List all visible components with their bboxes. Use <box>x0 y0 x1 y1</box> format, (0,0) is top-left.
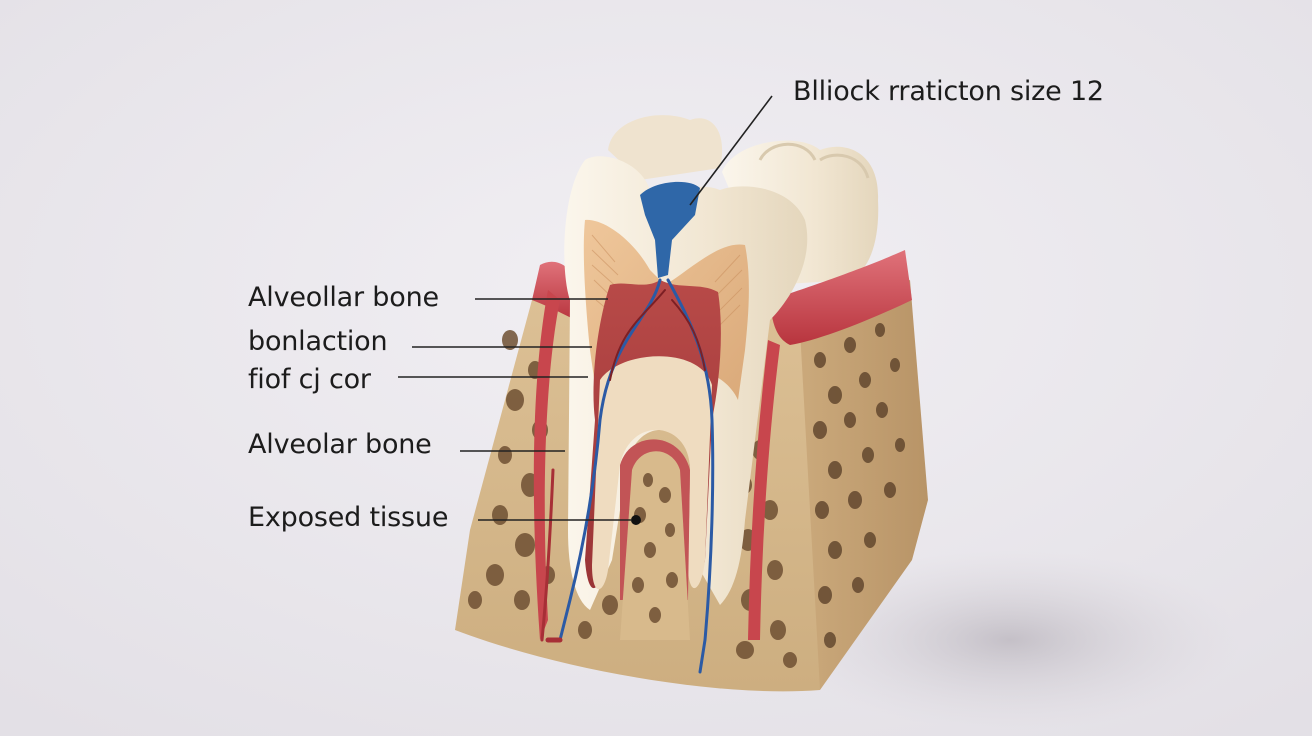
gum-lining-right <box>748 340 780 640</box>
gum-right <box>770 250 912 345</box>
label-top: Blliock rraticton size 12 <box>793 76 1104 107</box>
label-exposed-tissue: Exposed tissue <box>248 502 449 533</box>
label-fiof-cj-cor: fiof cj cor <box>248 364 371 395</box>
model-shadow <box>780 550 1240 730</box>
label-bonlaction: bonlaction <box>248 326 388 357</box>
leader-lines <box>398 95 773 521</box>
label-alveolar-bone-lower: Alveolar bone <box>248 429 432 460</box>
inter-radicular-pores <box>632 473 678 623</box>
blood-vessels <box>540 278 715 674</box>
root-inner-dentin <box>592 356 712 590</box>
gum-left <box>532 261 575 320</box>
bone-side-pores <box>813 323 905 648</box>
leader-top <box>689 95 773 206</box>
exposed-tissue-marker <box>631 515 641 525</box>
crown-blue-marker <box>640 181 700 278</box>
label-alveolar-bone-upper: Alveollar bone <box>248 282 439 313</box>
